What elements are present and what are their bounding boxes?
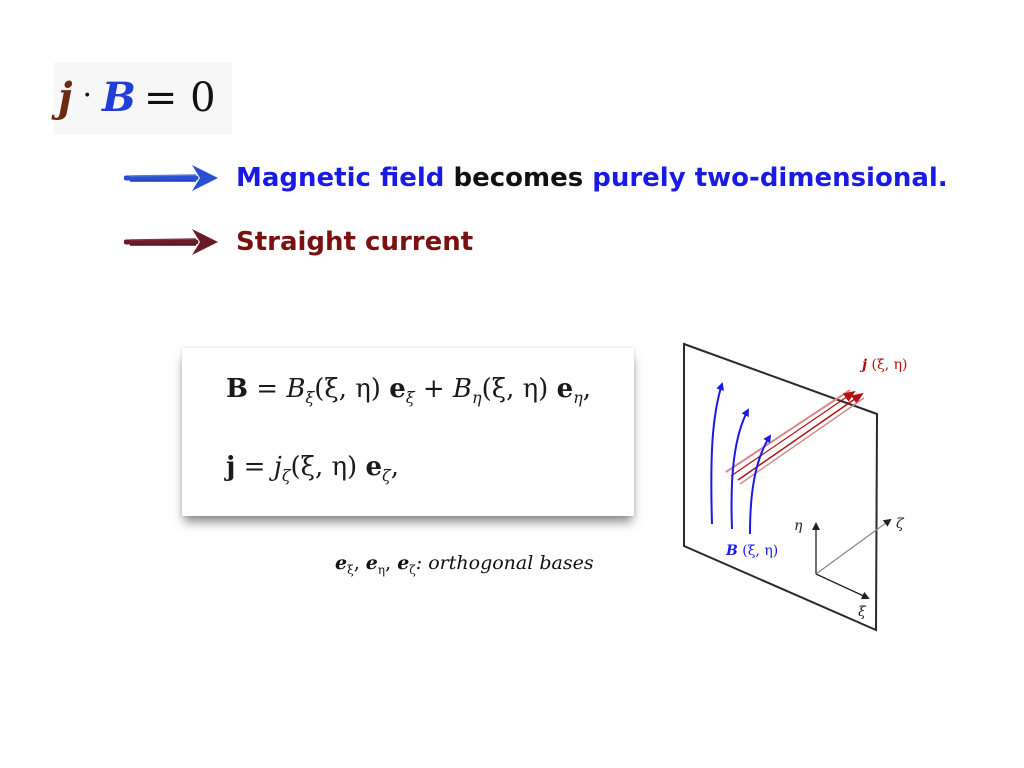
zeta-axis [815,518,892,575]
field-line [730,408,749,530]
bullet-straight-current: Straight current [124,224,473,260]
magnetic-field-symbol: B [102,74,136,121]
maroon-arrow-icon [124,229,218,255]
field-equation: B = Bξ(ξ, η) eξ + Bη(ξ, η) eη, [226,374,591,408]
current-arrow [737,392,864,481]
field-label: B (ξ, η) [725,543,778,559]
bullet-text: Straight current [236,227,474,257]
dot-operator: · [82,78,93,113]
eta-axis-label: η [794,518,803,534]
plane-outline [683,342,879,632]
current-density-symbol: j [58,74,73,121]
bases-caption: eξ, eη, eζ: orthogonal bases [335,552,594,577]
bullet-text: Magnetic field becomes purely two-dimens… [236,163,948,193]
zeta-axis-label: ζ [896,516,905,532]
current-equation: j = jζ(ξ, η) eζ, [226,452,399,486]
field-line [710,382,725,525]
current-arrow [730,390,856,477]
current-line [725,389,851,473]
force-free-condition: j · B= 0 [54,62,232,134]
bullet-two-dimensional: Magnetic field becomes purely two-dimens… [124,160,948,196]
xi-axis-label: ξ [858,604,867,620]
current-line [739,397,865,485]
equals-zero: = 0 [143,75,216,121]
blue-arrow-icon [124,165,218,191]
field-geometry-diagram: j (ξ, η) B (ξ, η) η ζ ξ [683,342,907,632]
equation-card: B = Bξ(ξ, η) eξ + Bη(ξ, η) eη, j = jζ(ξ,… [182,348,634,516]
xi-axis [815,573,870,600]
field-line [749,434,772,535]
current-label: j (ξ, η) [859,357,907,373]
